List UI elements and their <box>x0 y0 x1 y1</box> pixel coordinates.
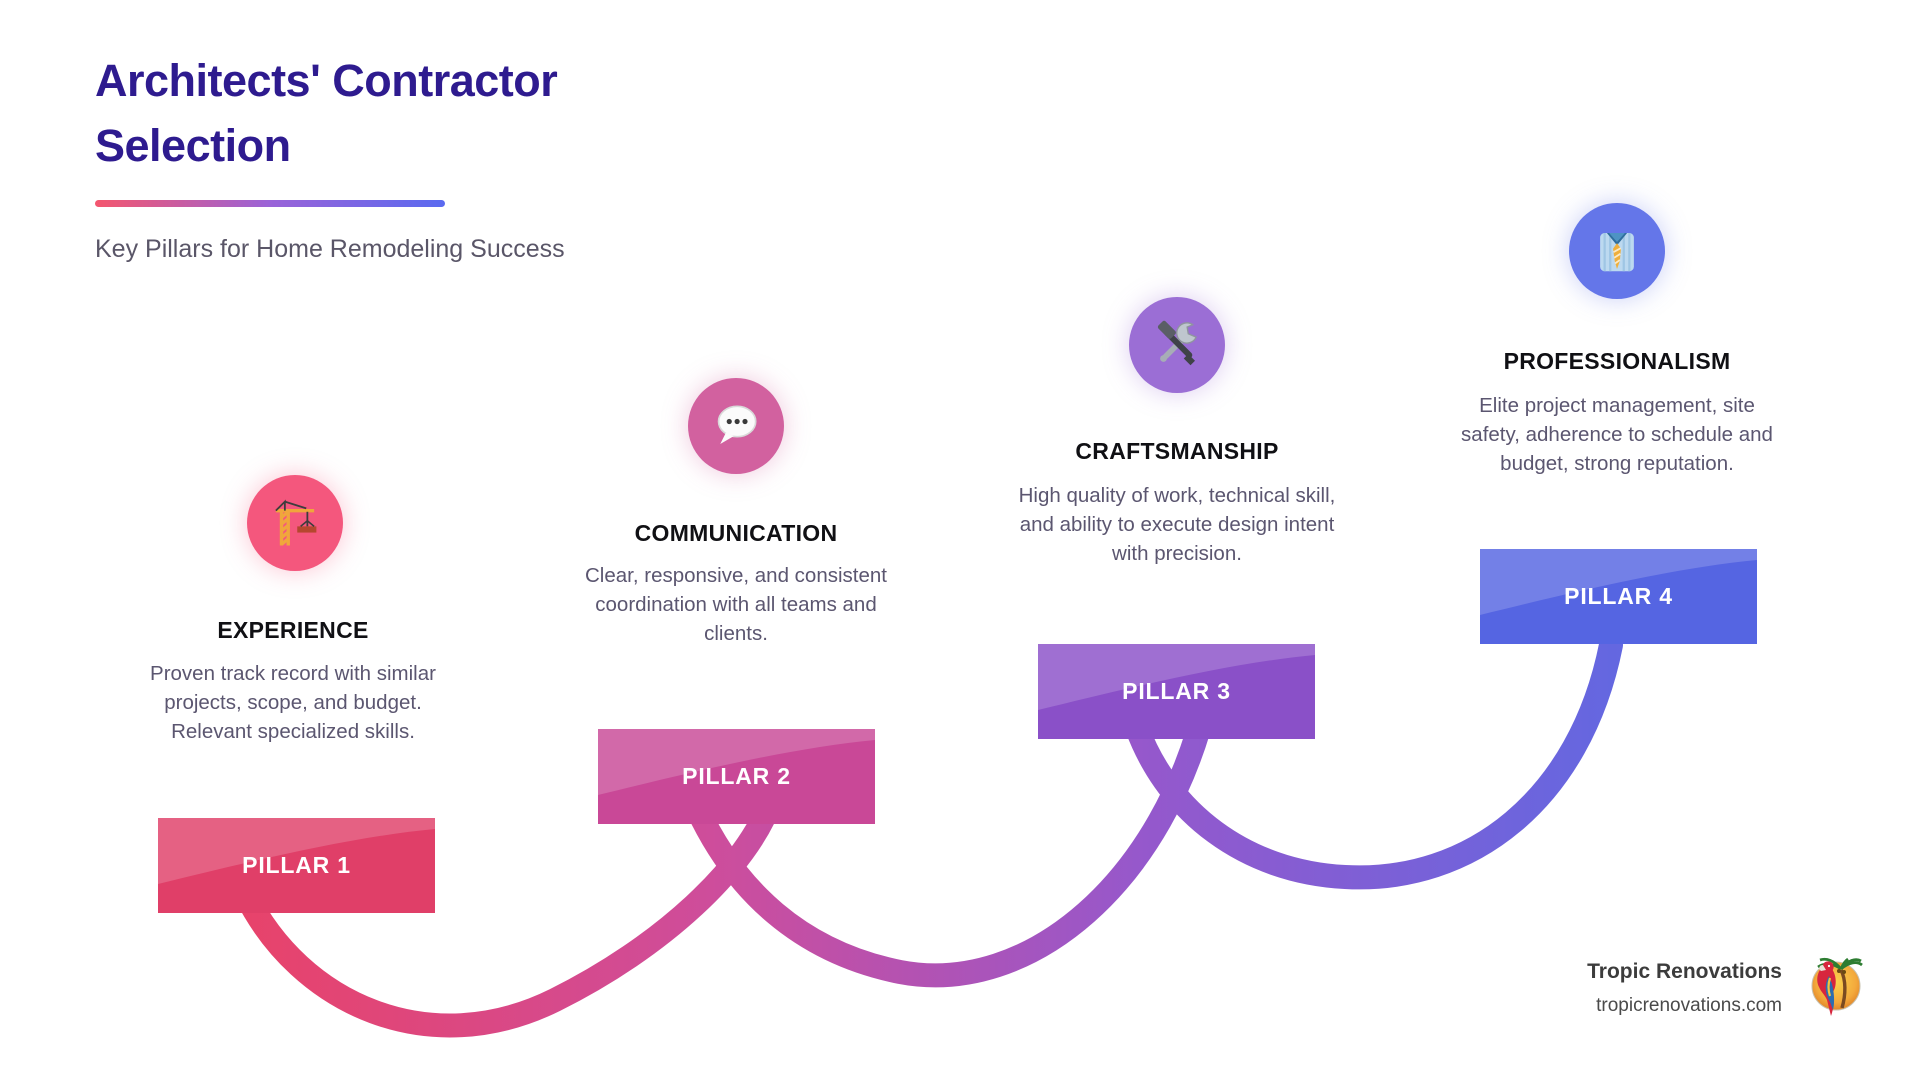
hammer-and-wrench-icon <box>1157 320 1198 366</box>
pillar-1-box-label: PILLAR 1 <box>242 852 351 878</box>
pillar-1-box-gloss <box>158 818 435 884</box>
wave-arc-2 <box>685 686 1219 988</box>
pillar-2-box: PILLAR 2 <box>598 729 875 824</box>
pillar-2-title: COMMUNICATION <box>634 520 838 546</box>
page-title-line1: Architects' Contractor <box>95 55 558 106</box>
pillar-1-title: EXPERIENCE <box>217 617 369 643</box>
pillar-3-box: PILLAR 3 <box>1038 644 1315 739</box>
footer-brand-name: Tropic Renovations <box>1587 960 1782 983</box>
title-underline-bar <box>95 200 445 207</box>
page-subtitle: Key Pillars for Home Remodeling Success <box>95 235 565 263</box>
pillar-4-icon-badge <box>1569 203 1665 299</box>
footer: Tropic Renovations tropicrenovations.com <box>1587 960 1782 1017</box>
pillar-4-box-gloss <box>1480 549 1757 615</box>
construction-crane-icon <box>275 499 317 546</box>
pillar-4-description: Elite project management, site safety, a… <box>1461 394 1773 475</box>
footer-website: tropicrenovations.com <box>1596 995 1782 1016</box>
pillar-4-box-label: PILLAR 4 <box>1564 583 1673 609</box>
tropic-renovations-logo <box>1809 957 1863 1016</box>
pillar-1-description: Proven track record with similar project… <box>150 662 436 743</box>
pillar-1-icon-badge <box>247 475 343 571</box>
pillar-4-box: PILLAR 4 <box>1480 549 1757 644</box>
speech-balloon-icon <box>717 405 757 444</box>
pillar-3-description: High quality of work, technical skill, a… <box>1018 484 1336 565</box>
necktie-icon <box>1600 233 1634 272</box>
pillar-3-box-label: PILLAR 3 <box>1122 678 1231 704</box>
pillar-2-box-label: PILLAR 2 <box>682 763 791 789</box>
pillar-3-icon-badge <box>1129 297 1225 393</box>
pillar-2-icon-badge <box>688 378 784 474</box>
pillar-3-title: CRAFTSMANSHIP <box>1075 438 1279 464</box>
wave-arc-3 <box>1125 633 1623 890</box>
pillar-3-box-gloss <box>1038 644 1315 710</box>
pillar-4-title: PROFESSIONALISM <box>1503 348 1731 374</box>
page-title-line2: Selection <box>95 120 291 171</box>
pillar-1-box: PILLAR 1 <box>158 818 435 913</box>
pillar-2-description: Clear, responsive, and consistent coordi… <box>585 564 887 645</box>
pillar-2-box-gloss <box>598 729 875 795</box>
